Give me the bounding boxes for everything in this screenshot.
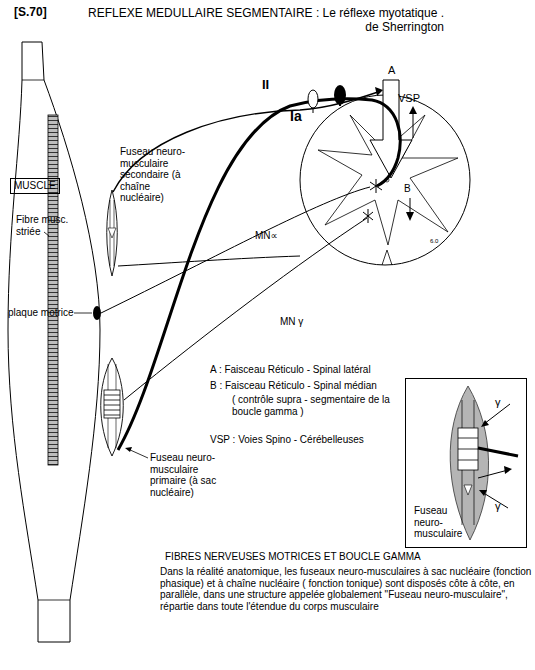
bag-band	[104, 405, 120, 406]
nuclear-chain	[108, 228, 116, 238]
nuclear-chain	[464, 485, 472, 495]
arrowhead	[479, 490, 487, 496]
tract-label: B	[404, 183, 411, 195]
primary-spindle	[101, 358, 124, 456]
label-box: MUSCLE	[10, 178, 60, 194]
gamma-motor-neuron	[363, 209, 373, 223]
bag-band	[458, 449, 478, 450]
nerve-label: MN∝	[255, 230, 278, 242]
nuclear-bag	[104, 390, 120, 418]
bag-band	[458, 438, 478, 439]
fiber-label: II	[262, 78, 269, 93]
alpha-motor-neuron	[370, 179, 382, 193]
arrowhead	[406, 212, 414, 221]
arrowhead	[504, 466, 512, 474]
striated-fiber	[48, 115, 58, 465]
inset-box: Fuseau neuro-musculaire	[405, 378, 527, 548]
motor-plate	[93, 306, 101, 320]
fiber-label: Fibre musc. striée	[16, 214, 74, 237]
legend-note: A : Faisceau Réticulo - Spinal latéral	[210, 364, 371, 376]
legend-note: VSP : Voies Spino - Cérébelleuses	[210, 434, 364, 446]
arrowhead	[409, 106, 417, 114]
legend-note: ( contrôle supra - segmentaire de la bou…	[232, 394, 412, 417]
small-number: 6.0	[430, 238, 438, 245]
bag-band	[104, 395, 120, 396]
median-fissure	[382, 250, 392, 265]
tract-arrow	[413, 112, 414, 138]
arrowhead	[481, 420, 489, 427]
node-text: MUSCLE	[14, 180, 56, 192]
arrowhead	[375, 87, 383, 96]
bag-band	[104, 410, 120, 411]
spindle-label: Fuseau neuro-musculaire primaire (à sac …	[150, 452, 224, 498]
group-ii-fiber	[478, 470, 508, 478]
bag-band	[104, 415, 120, 416]
tract-label: VSP	[398, 92, 420, 105]
secondary-spindle	[107, 190, 118, 276]
gamma-motor-fiber	[118, 256, 300, 266]
section-heading: FIBRES NERVEUSES MOTRICES ET BOUCLE GAMM…	[165, 551, 421, 563]
group-ia-fiber	[478, 448, 518, 456]
fiber-label: Ia	[290, 108, 302, 124]
alpha-motor-fiber	[101, 187, 370, 313]
node-text: Fuseau neuro-musculaire	[414, 505, 472, 540]
nuclear-bag	[458, 428, 478, 470]
tract-arrow	[410, 198, 411, 214]
legend-note: B : Faisceau Réticulo - Spinal médian	[210, 380, 377, 392]
tendon-line	[38, 600, 70, 601]
caption-paragraph: Dans la réalité anatomique, les fuseaux …	[160, 566, 532, 612]
tendon-line	[22, 80, 44, 81]
leader-line	[44, 232, 49, 236]
ganglion-cell	[308, 90, 318, 108]
leader-line	[74, 313, 92, 314]
diagram-title: REFLEXE MEDULLAIRE SEGMENTAIRE : Le réfl…	[80, 7, 444, 35]
spindle-label: Fuseau neuro-musculaire secondaire (à ch…	[120, 146, 190, 204]
nerve-label: γ	[495, 396, 501, 409]
ganglion-cell	[334, 85, 346, 105]
sheet-number: [S.70]	[14, 6, 47, 20]
inset-spindle	[450, 386, 488, 540]
plate-label: plaque motrice	[8, 307, 74, 319]
nerve-label: MN γ	[280, 316, 303, 328]
bag-band	[104, 400, 120, 401]
bag-band	[458, 460, 478, 461]
leader-arrowhead	[125, 447, 132, 452]
muscle-outline	[8, 42, 100, 642]
ganglion-stem	[313, 108, 314, 113]
nerve-label: γ	[495, 500, 501, 513]
tract-label: A	[388, 64, 395, 77]
leader-line	[128, 449, 148, 458]
